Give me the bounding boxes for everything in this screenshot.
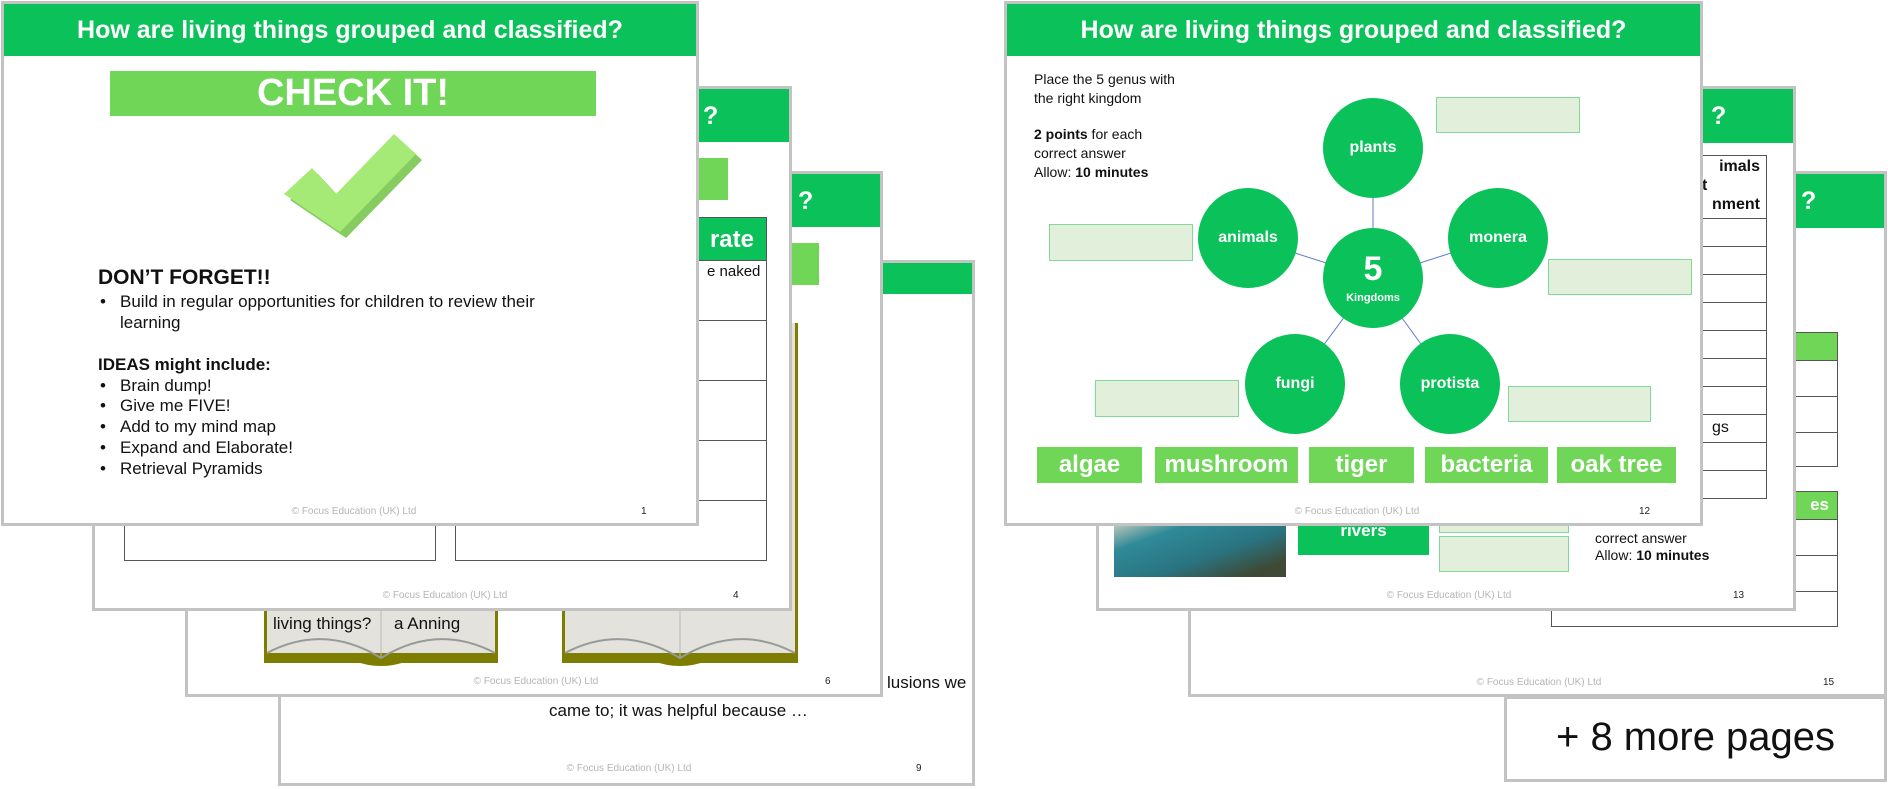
kingdom-monera: monera xyxy=(1448,188,1548,288)
idea-item: Brain dump! xyxy=(100,376,212,396)
points-line: 2 points for each xyxy=(1034,125,1175,144)
table-header-text: t xyxy=(1702,177,1708,194)
center-number: 5 xyxy=(1363,250,1383,288)
slide-title: How are living things grouped and classi… xyxy=(77,16,623,44)
page-number: 12 xyxy=(1639,506,1651,517)
points-value: 2 points xyxy=(1034,126,1088,142)
more-pages-box: + 8 more pages xyxy=(1504,696,1887,782)
points-line: correct answer xyxy=(1034,145,1126,161)
banner-text: CHECK IT! xyxy=(256,72,450,114)
allow-label: Allow: xyxy=(1034,164,1076,180)
answer-box-protista[interactable] xyxy=(1508,386,1651,422)
word-tile[interactable]: algae xyxy=(1037,447,1142,483)
points-text: for each xyxy=(1087,126,1143,142)
slide-text: came to; it was helpful because … xyxy=(549,701,808,720)
page-number: 9 xyxy=(916,763,922,774)
table-cell-text: e naked xyxy=(707,263,761,280)
slide-footer: © Focus Education (UK) Ltd xyxy=(291,506,417,517)
answer-box-fungi[interactable] xyxy=(1095,380,1239,417)
page-number: 15 xyxy=(1823,677,1835,688)
more-pages-label: + 8 more pages xyxy=(1555,715,1836,759)
instruction-text: correct answer xyxy=(1595,530,1687,546)
center-label: Kingdoms xyxy=(1346,292,1400,304)
answer-box xyxy=(1439,536,1569,572)
page-number: 13 xyxy=(1733,590,1745,601)
answer-box-animals[interactable] xyxy=(1049,224,1193,261)
slide-title-fragment: ? xyxy=(703,102,719,130)
word-tile[interactable]: tiger xyxy=(1309,447,1414,483)
slide-title-fragment: ? xyxy=(1801,187,1817,215)
slide-footer: © Focus Education (UK) Ltd xyxy=(1386,590,1512,601)
slide-title-fragment: ? xyxy=(1711,102,1727,130)
slide-footer: © Focus Education (UK) Ltd xyxy=(473,676,599,687)
idea-item: Give me FIVE! xyxy=(100,396,230,416)
slide-title: How are living things grouped and classi… xyxy=(1080,16,1627,44)
slide-thumbnail-1[interactable]: How are living things grouped and classi… xyxy=(1,1,699,526)
table-header-text: nment xyxy=(1712,196,1760,213)
checkmark-icon xyxy=(284,134,422,238)
idea-item: Retrieval Pyramids xyxy=(100,459,263,479)
ideas-heading: IDEAS might include: xyxy=(98,355,271,374)
slide-header: How are living things grouped and classi… xyxy=(1007,4,1700,56)
kingdom-fungi: fungi xyxy=(1245,334,1345,434)
allow-value: 10 minutes xyxy=(1075,164,1149,180)
slide-footer: © Focus Education (UK) Ltd xyxy=(1476,677,1602,688)
book-text: living things? xyxy=(273,614,372,633)
table-header-text: es xyxy=(1810,495,1829,514)
bullet-item: Build in regular opportunities for child… xyxy=(100,292,535,312)
slide-footer: © Focus Education (UK) Ltd xyxy=(382,590,508,601)
word-tile[interactable]: oak tree xyxy=(1557,447,1676,483)
idea-item: Add to my mind map xyxy=(100,417,276,437)
instruction-text: Place the 5 genus with the right kingdom… xyxy=(1034,70,1175,182)
slide-header: How are living things grouped and classi… xyxy=(4,4,696,56)
slide-title-fragment: ? xyxy=(798,187,814,215)
kingdom-plants: plants xyxy=(1323,98,1423,198)
dont-forget-heading: DON’T FORGET!! xyxy=(98,266,271,289)
allow-label: Allow: xyxy=(1595,547,1637,563)
answer-box-plants[interactable] xyxy=(1436,97,1580,133)
answer-box-monera[interactable] xyxy=(1548,259,1692,295)
page-number: 6 xyxy=(825,676,831,687)
check-it-banner: CHECK IT! xyxy=(110,71,596,116)
slide-thumbnail-12[interactable]: How are living things grouped and classi… xyxy=(1004,1,1703,526)
slide-footer: © Focus Education (UK) Ltd xyxy=(1294,506,1420,517)
word-tile[interactable]: mushroom xyxy=(1155,447,1298,483)
kingdom-animals: animals xyxy=(1198,188,1298,288)
allow-text: Allow: 10 minutes xyxy=(1595,547,1709,563)
allow-value: 10 minutes xyxy=(1636,547,1710,563)
idea-item: Expand and Elaborate! xyxy=(100,438,293,458)
bullet-continuation: learning xyxy=(120,313,181,332)
word-tile[interactable]: bacteria xyxy=(1425,447,1548,483)
instruction-line: Place the 5 genus with xyxy=(1034,71,1175,87)
instruction-line: the right kingdom xyxy=(1034,90,1142,106)
kingdom-center: 5 Kingdoms xyxy=(1323,228,1423,328)
kingdom-protista: protista xyxy=(1400,334,1500,434)
table-header-text: rate xyxy=(709,226,754,253)
book-text: a Anning xyxy=(394,614,461,633)
page-number: 4 xyxy=(733,590,739,601)
allow-line: Allow: 10 minutes xyxy=(1034,163,1175,182)
table-cell-text: gs xyxy=(1712,419,1729,436)
page-number: 1 xyxy=(641,506,647,517)
table-header-text: imals xyxy=(1719,158,1760,175)
slide-footer: © Focus Education (UK) Ltd xyxy=(566,763,692,774)
slide-text: lusions we xyxy=(887,673,967,692)
